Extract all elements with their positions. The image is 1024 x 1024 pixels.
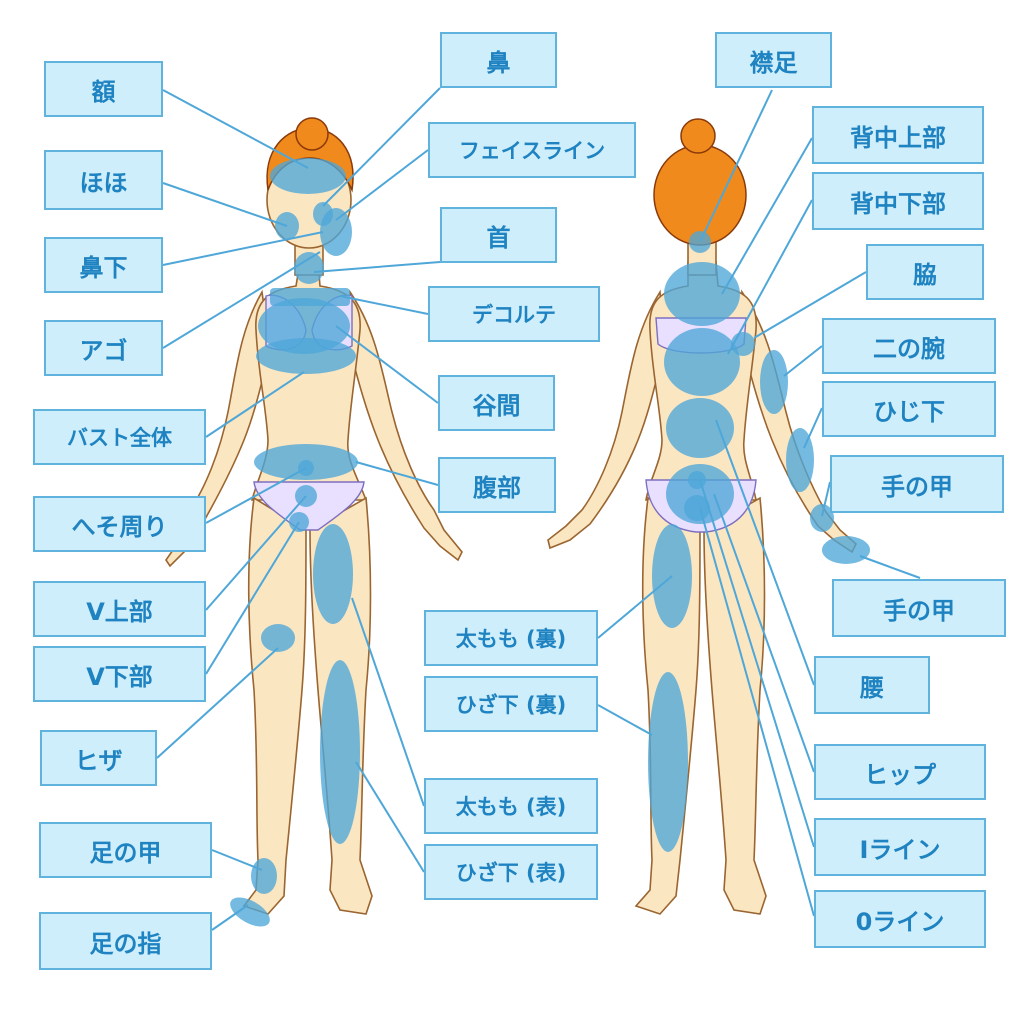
label-under-nose[interactable]: 鼻下: [44, 237, 163, 293]
label-chin[interactable]: アゴ: [44, 320, 163, 376]
label-abdomen[interactable]: 腹部: [438, 457, 556, 513]
zone-instep: [251, 858, 277, 894]
zone-hand-back: [810, 504, 834, 532]
zone-hand-back-2: [822, 536, 870, 564]
label-bust[interactable]: バスト全体: [33, 409, 206, 465]
front-figure: [165, 117, 463, 915]
zone-upper-back: [664, 262, 740, 326]
zone-neck: [294, 252, 324, 284]
zone-lower-back: [664, 328, 740, 396]
label-faceline[interactable]: フェイスライン: [428, 122, 636, 178]
label-thigh-front[interactable]: 太もも (表): [424, 778, 598, 834]
label-nose[interactable]: 鼻: [440, 32, 557, 88]
zone-nose: [313, 202, 333, 226]
zone-o-line: [684, 495, 710, 521]
label-instep[interactable]: 足の甲: [39, 822, 212, 878]
zone-armpit: [731, 332, 755, 356]
label-cleavage[interactable]: 谷間: [438, 375, 555, 431]
label-decollete[interactable]: デコルテ: [428, 286, 600, 342]
label-nape[interactable]: 襟足: [715, 32, 832, 88]
label-upper-back[interactable]: 背中上部: [812, 106, 984, 164]
label-armpit[interactable]: 脇: [866, 244, 984, 300]
label-i-line[interactable]: Iライン: [814, 818, 986, 876]
leader-lines: [156, 87, 921, 931]
zone-below-knee-front: [320, 660, 360, 844]
front-zones: [230, 158, 360, 927]
label-forehead[interactable]: 額: [44, 61, 163, 117]
label-upper-arm[interactable]: 二の腕: [822, 318, 996, 374]
label-back-of-hand-1[interactable]: 手の甲: [830, 455, 1004, 513]
label-below-elbow[interactable]: ひじ下: [822, 381, 996, 437]
label-cheek[interactable]: ほほ: [44, 150, 163, 210]
zone-waist: [666, 398, 734, 458]
label-lower-back[interactable]: 背中下部: [812, 172, 984, 230]
zone-upper-arm: [760, 350, 788, 414]
label-toes[interactable]: 足の指: [39, 912, 212, 970]
zone-below-elbow: [786, 428, 814, 492]
zone-thigh-front: [313, 524, 353, 624]
label-back-of-hand-2[interactable]: 手の甲: [832, 579, 1006, 637]
label-below-knee-front[interactable]: ひざ下 (表): [424, 844, 598, 900]
label-v-upper[interactable]: V上部: [33, 581, 206, 637]
label-navel[interactable]: へそ周り: [33, 496, 206, 552]
label-o-line[interactable]: 0ライン: [814, 890, 986, 948]
label-waist[interactable]: 腰: [814, 656, 930, 714]
zone-below-knee-back: [648, 672, 688, 852]
label-below-knee-back[interactable]: ひざ下 (裏): [424, 676, 598, 732]
label-knee[interactable]: ヒザ: [40, 730, 157, 786]
label-hip[interactable]: ヒップ: [814, 744, 986, 800]
zone-knee: [261, 624, 295, 652]
label-neck[interactable]: 首: [440, 207, 557, 263]
zone-hip: [666, 464, 734, 524]
label-v-lower[interactable]: V下部: [33, 646, 206, 702]
zone-forehead: [270, 158, 346, 194]
zone-toes: [230, 897, 270, 927]
label-thigh-back[interactable]: 太もも (裏): [424, 610, 598, 666]
zone-i-line: [688, 471, 706, 489]
zone-cleavage: [256, 338, 356, 374]
